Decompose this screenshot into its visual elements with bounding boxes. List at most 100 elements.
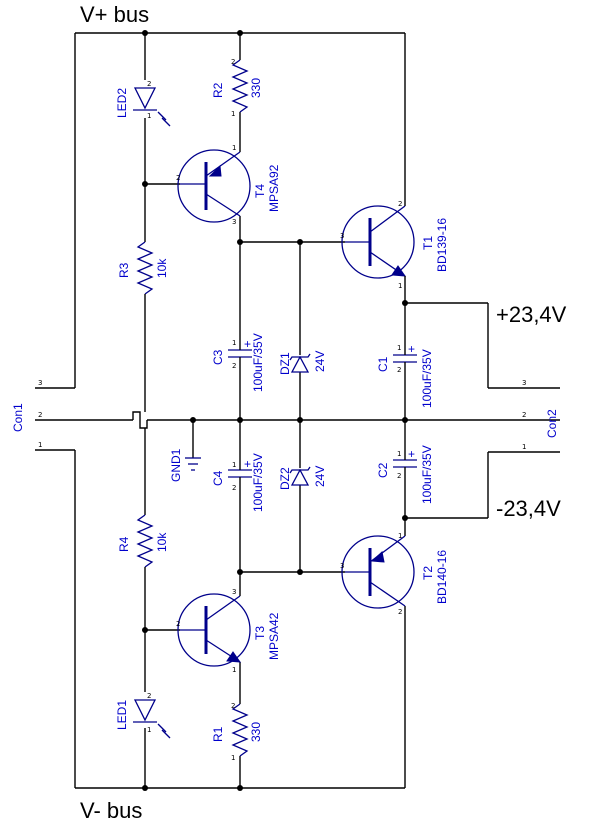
c4-value: 100uF/35V <box>251 453 265 512</box>
svg-text:1: 1 <box>38 441 42 449</box>
output-rail-wire <box>404 33 488 788</box>
svg-text:1: 1 <box>232 339 236 347</box>
svg-text:2: 2 <box>522 411 526 419</box>
c4-capacitor: 1 2 + C4 100uF/35V <box>211 453 265 512</box>
svg-text:1: 1 <box>397 450 401 458</box>
t2-transistor: 3 1 2 T2 BD140-16 <box>340 532 449 616</box>
gnd1-ref: GND1 <box>169 448 183 482</box>
t1-ref: T1 <box>421 236 435 250</box>
t1-transistor: 3 2 1 T1 BD139-16 <box>340 200 449 290</box>
t1-value: BD139-16 <box>435 218 449 272</box>
t2-value: BD140-16 <box>435 550 449 604</box>
t3-branch-wire <box>239 420 345 788</box>
r4-ref: R4 <box>117 536 131 552</box>
svg-text:3: 3 <box>340 562 344 570</box>
r2: 2 1 R2 330 <box>211 58 263 118</box>
t3-ref: T3 <box>253 626 267 640</box>
svg-text:1: 1 <box>231 754 235 762</box>
c1-capacitor: 1 2 + C1 100uF/35V <box>376 342 434 408</box>
svg-text:2: 2 <box>397 472 401 480</box>
svg-text:1: 1 <box>522 443 526 451</box>
led1-branch-wire <box>144 428 180 788</box>
svg-text:1: 1 <box>232 461 236 469</box>
r4: R4 10k <box>117 514 169 576</box>
t2-ref: T2 <box>421 566 435 580</box>
t3-value: MPSA42 <box>267 612 281 660</box>
svg-text:2: 2 <box>398 608 402 616</box>
svg-text:1: 1 <box>232 666 236 674</box>
c1-value: 100uF/35V <box>420 349 434 408</box>
svg-text:2: 2 <box>147 80 151 88</box>
dz1-zener: DZ1 24V <box>278 351 327 375</box>
svg-text:1: 1 <box>398 282 402 290</box>
svg-text:+: + <box>408 447 415 461</box>
r2-branch-wire <box>239 33 345 420</box>
t4-value: MPSA92 <box>267 164 281 212</box>
svg-text:1: 1 <box>147 112 151 120</box>
r1-ref: R1 <box>211 726 225 742</box>
svg-text:2: 2 <box>38 411 42 419</box>
junction-dots <box>142 30 408 791</box>
con2-label: Con2 <box>545 409 559 438</box>
svg-text:2: 2 <box>232 484 236 492</box>
ground-rail-wire <box>35 411 560 429</box>
c1-ref: C1 <box>376 356 390 372</box>
r2-value: 330 <box>249 78 263 98</box>
r3-value: 10k <box>155 258 169 278</box>
dz1-ref: DZ1 <box>278 352 292 375</box>
r4-value: 10k <box>155 532 169 552</box>
dz1-value: 24V <box>313 351 327 372</box>
title-v-minus-bus: V- bus <box>80 798 142 823</box>
svg-text:2: 2 <box>176 620 180 628</box>
connector-con2: 3 2 1 Con2 <box>487 303 560 518</box>
connector-con1: 3 2 1 Con1 <box>11 379 42 449</box>
output-positive-label: +23,4V <box>496 302 567 327</box>
svg-text:2: 2 <box>397 366 401 374</box>
led1: 2 1 LED1 <box>115 692 171 739</box>
svg-text:2: 2 <box>176 174 180 182</box>
c2-ref: C2 <box>376 462 390 478</box>
svg-text:+: + <box>244 337 251 351</box>
svg-text:1: 1 <box>231 110 235 118</box>
svg-text:2: 2 <box>232 362 236 370</box>
svg-text:3: 3 <box>232 588 236 596</box>
svg-text:1: 1 <box>397 344 401 352</box>
c4-ref: C4 <box>211 470 225 486</box>
led2-ref: LED2 <box>115 88 129 118</box>
svg-text:+: + <box>408 342 415 356</box>
svg-text:2: 2 <box>147 692 151 700</box>
c2-capacitor: 1 2 + C2 100uF/35V <box>376 445 434 504</box>
c3-ref: C3 <box>211 349 225 365</box>
r3: R3 10k <box>117 236 169 300</box>
svg-text:3: 3 <box>38 379 42 387</box>
output-negative-label: -23,4V <box>496 496 561 521</box>
svg-text:2: 2 <box>398 200 402 208</box>
svg-text:3: 3 <box>340 232 344 240</box>
svg-text:1: 1 <box>398 532 402 540</box>
svg-text:2: 2 <box>231 702 235 710</box>
svg-text:3: 3 <box>522 379 526 387</box>
svg-text:2: 2 <box>231 58 235 66</box>
c2-value: 100uF/35V <box>420 445 434 504</box>
r1-value: 330 <box>249 722 263 742</box>
dz2-ref: DZ2 <box>278 467 292 490</box>
svg-text:+: + <box>244 457 251 471</box>
t4-transistor: 1 2 3 T4 MPSA92 <box>176 144 281 226</box>
led2: 2 1 LED2 <box>115 80 171 127</box>
gnd1-symbol: GND1 <box>169 420 201 482</box>
r3-ref: R3 <box>117 262 131 278</box>
c3-value: 100uF/35V <box>251 333 265 392</box>
led2-branch-wire <box>144 33 180 412</box>
r1: 2 1 R1 330 <box>211 702 263 762</box>
led1-ref: LED1 <box>115 700 129 730</box>
r2-ref: R2 <box>211 82 225 98</box>
dz2-value: 24V <box>313 466 327 487</box>
t4-ref: T4 <box>253 184 267 198</box>
con1-label: Con1 <box>11 403 25 432</box>
c3-capacitor: 1 2 + C3 100uF/35V <box>211 333 265 392</box>
svg-text:1: 1 <box>232 144 236 152</box>
svg-text:1: 1 <box>147 726 151 734</box>
svg-text:3: 3 <box>232 218 236 226</box>
dz2-zener: DZ2 24V <box>278 466 327 490</box>
